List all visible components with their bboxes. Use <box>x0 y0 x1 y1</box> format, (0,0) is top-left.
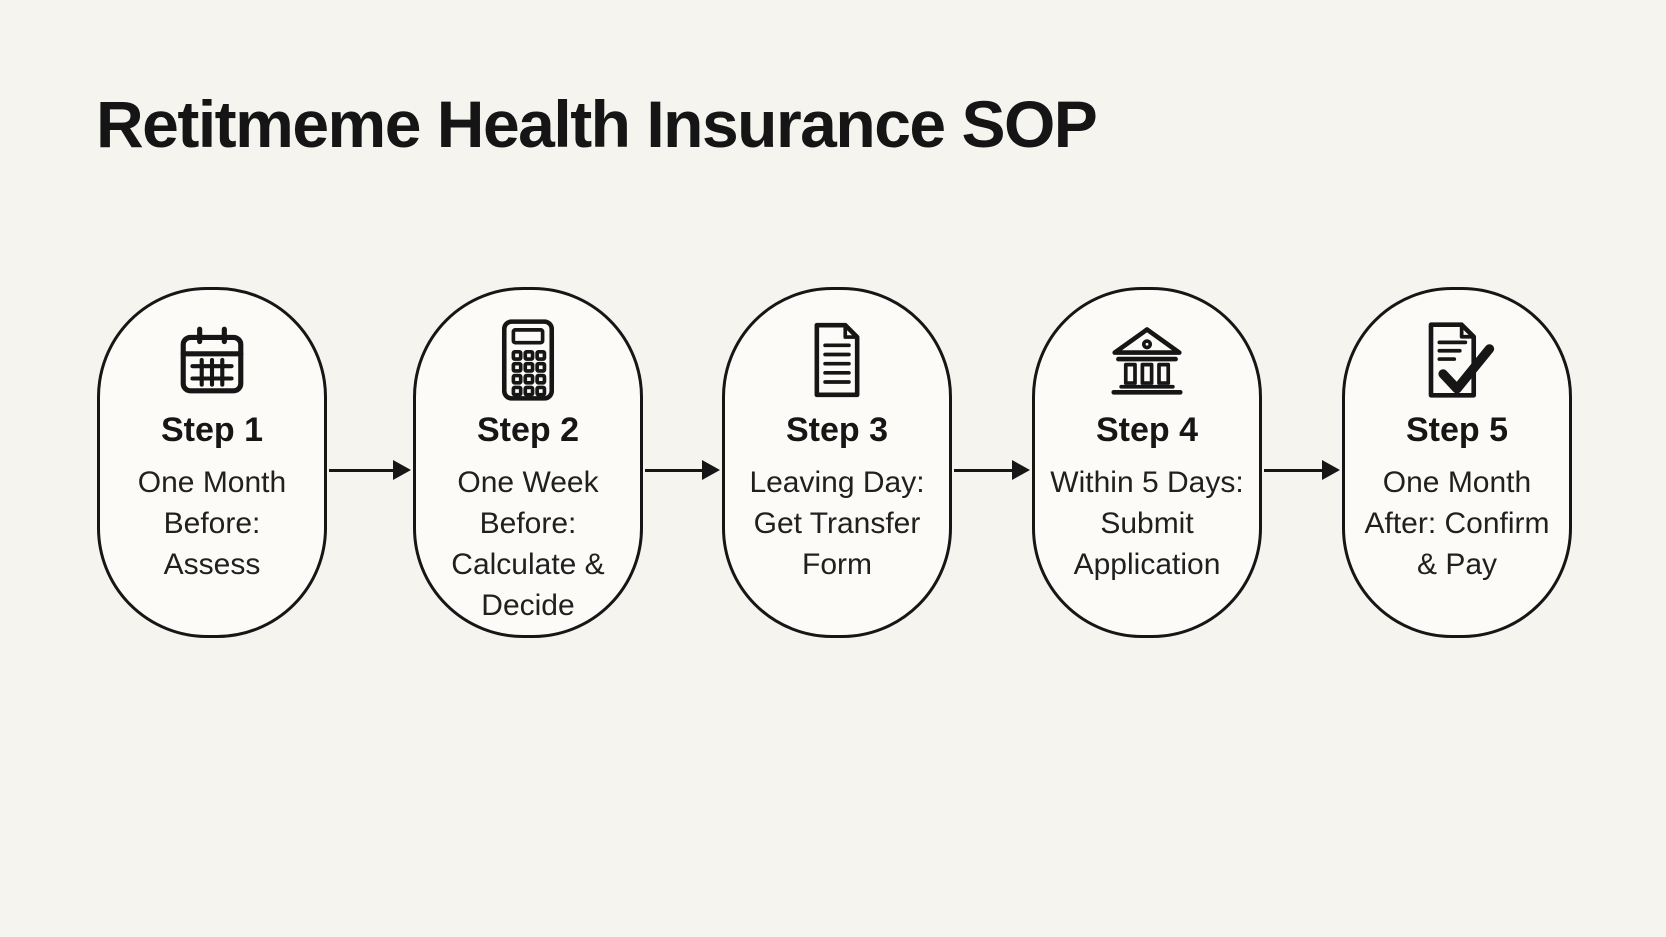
step-card-2: Step 2 One Week Before: Calculate & Deci… <box>413 287 643 638</box>
document-icon <box>804 318 870 402</box>
calendar-icon <box>175 318 249 402</box>
step-label: Step 1 <box>160 411 264 449</box>
page-title: Retitmeme Health Insurance SOP <box>96 87 1098 161</box>
document-check-icon <box>1418 318 1496 402</box>
arrow-line <box>645 468 702 472</box>
arrow-head-icon <box>393 460 411 480</box>
step-card-5: Step 5 One Month After: Confirm & Pay <box>1342 287 1572 638</box>
step-card-1: Step 1 One Month Before: Assess <box>97 287 327 638</box>
step-description: Leaving Day: Get Transfer Form <box>749 466 925 582</box>
step-card-3: Step 3 Leaving Day: Get Transfer Form <box>722 287 952 638</box>
step-description: Within 5 Days: Submit Application <box>1050 466 1244 582</box>
step-label: Step 4 <box>1095 411 1199 449</box>
calculator-icon <box>495 318 561 402</box>
arrow-line <box>329 468 393 472</box>
step-description: One Month Before: Assess <box>137 466 287 582</box>
flow-arrow-1-2 <box>329 459 411 481</box>
step-card-4: Step 4 Within 5 Days: Submit Application <box>1032 287 1262 638</box>
flow-arrow-2-3 <box>645 459 720 481</box>
arrow-head-icon <box>1322 460 1340 480</box>
step-description: One Month After: Confirm & Pay <box>1364 466 1550 582</box>
bank-icon <box>1106 318 1188 402</box>
flow-arrow-4-5 <box>1264 459 1340 481</box>
step-label: Step 5 <box>1405 411 1509 449</box>
flow-arrow-3-4 <box>954 459 1030 481</box>
step-description: One Week Before: Calculate & Decide <box>451 466 605 623</box>
arrow-head-icon <box>702 460 720 480</box>
arrow-head-icon <box>1012 460 1030 480</box>
arrow-line <box>954 468 1012 472</box>
step-label: Step 2 <box>476 411 580 449</box>
step-label: Step 3 <box>785 411 889 449</box>
arrow-line <box>1264 468 1322 472</box>
